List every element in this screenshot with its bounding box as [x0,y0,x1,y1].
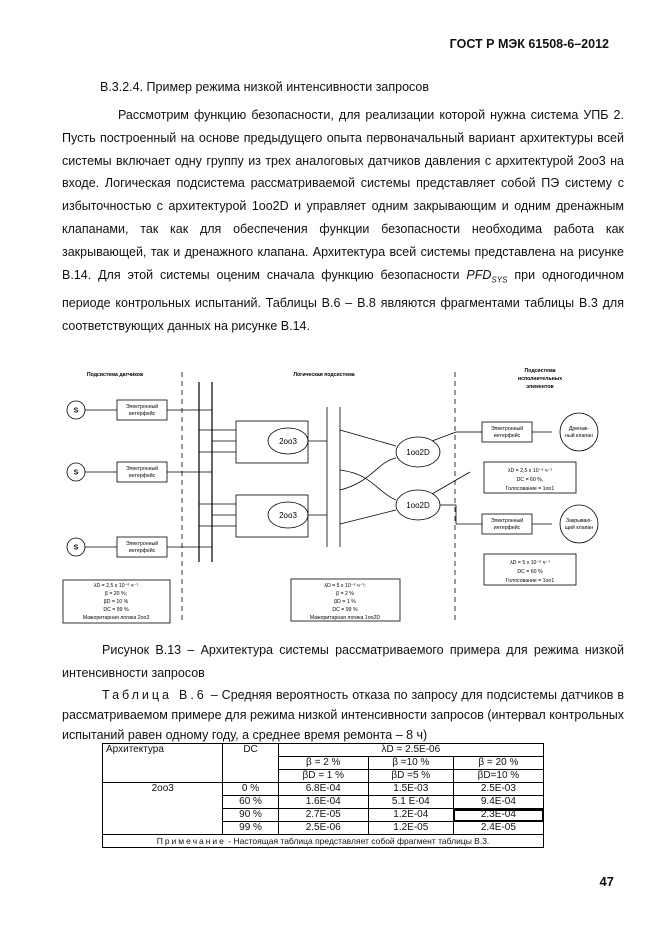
svg-text:Мажоритарная логика 2oo3: Мажоритарная логика 2oo3 [83,615,150,621]
table-title: Таблица В.6 – Средняя вероятность отказа… [62,688,624,742]
svg-text:Электронный: Электронный [491,517,523,524]
svg-text:ный клапан: ный клапан [565,432,593,439]
svg-text:интерфейс: интерфейс [129,472,156,479]
lambda-header: λD = 2.5E-06 [277,743,545,757]
col-architecture: Архитектура [101,743,224,783]
table-row: 2oo3 0 % 6.8E-04 1.5E-03 2.5E-03 [101,782,545,835]
vote-1oo2d-1: 1oo2D [406,448,430,457]
architecture-diagram: Подсистема датчиков Логическая подсистем… [62,368,599,624]
svg-text:интерфейс: интерфейс [129,547,156,554]
svg-text:DC = 60 %,: DC = 60 %, [517,477,544,483]
svg-text:βD = 10 %: βD = 10 % [104,599,129,605]
svg-text:Голосование = 1oo1: Голосование = 1oo1 [506,486,555,492]
arch-cell: 2oo3 [101,782,224,835]
svg-text:Электронный: Электронный [126,403,158,410]
svg-text:элементов: элементов [526,384,553,390]
vote-2oo3-1: 2oo3 [279,437,297,446]
col-dc: DC [222,743,279,783]
svg-text:β = 2 %: β = 2 % [336,591,354,597]
sensors-header: Подсистема датчиков [87,372,143,378]
svg-text:DC = 99 %: DC = 99 % [103,607,129,613]
svg-text:Электронный: Электронный [491,425,523,432]
sensor-2: S [74,470,79,477]
sensor-1: S [74,408,79,415]
svg-text:λD = 5 x 10⁻⁶ ч⁻¹: λD = 5 x 10⁻⁶ ч⁻¹ [510,560,550,566]
svg-text:интерфейс: интерфейс [129,410,156,417]
svg-text:Электронный: Электронный [126,465,158,472]
sensor-3: S [74,545,79,552]
svg-text:Мажоритарная логика 1oo2D: Мажоритарная логика 1oo2D [310,615,381,621]
shutoff-valve: Закрываю- [566,518,592,524]
svg-text:λD = 2,5 x 10⁻⁶ ч⁻¹: λD = 2,5 x 10⁻⁶ ч⁻¹ [94,583,138,589]
vote-1oo2d-2: 1oo2D [406,501,430,510]
svg-text:DC = 99 %: DC = 99 % [332,607,358,613]
table-row: 90 % 2.7E-05 1.2E-04 2.3E-04 [103,808,545,822]
logic-header: Логическая подсистема [293,372,354,378]
page-number: 47 [599,874,614,889]
pfd-table: Архитектура DC λD = 2.5E-06 β = 2 % β =1… [101,743,545,848]
svg-text:исполнительных: исполнительных [518,376,562,382]
document-header: ГОСТ Р МЭК 61508-6–2012 [449,37,609,51]
svg-text:Электронный: Электронный [126,540,158,547]
svg-text:βD = 1 %: βD = 1 % [334,599,356,605]
svg-text:λD = 2,5 x 10⁻⁶ ч⁻¹: λD = 2,5 x 10⁻⁶ ч⁻¹ [508,468,552,474]
body-paragraph: Рассмотрим функцию безопасности, для реа… [62,108,624,333]
table-note: Примечание - Настоящая таблица представл… [102,834,544,848]
table-row: 60 % 1.6E-04 5.1 E-04 9.4E-04 [103,795,545,809]
svg-text:интерфейс: интерфейс [494,524,521,531]
svg-text:интерфейс: интерфейс [494,432,521,439]
svg-text:щий клапан: щий клапан [565,524,593,531]
svg-text:Подсистема: Подсистема [524,368,555,374]
figure-caption: Рисунок В.13 – Архитектура системы рассм… [62,643,624,680]
table-row: 99 % 2.5E-06 1.2E-05 2.4E-05 [103,821,545,835]
svg-text:DC = 60 %: DC = 60 % [517,569,543,575]
highlighted-cell: 2.3E-04 [452,808,545,822]
svg-text:Голосование = 1oo1: Голосование = 1oo1 [506,578,555,584]
svg-text:λD = 5 x 10⁻⁶ ч⁻¹;: λD = 5 x 10⁻⁶ ч⁻¹; [324,583,365,589]
svg-text:β = 20 %;: β = 20 %; [105,591,127,597]
drain-valve: Дренаж- [569,426,590,432]
section-title: В.3.2.4. Пример режима низкой интенсивно… [100,80,430,94]
vote-2oo3-2: 2oo3 [279,511,297,520]
